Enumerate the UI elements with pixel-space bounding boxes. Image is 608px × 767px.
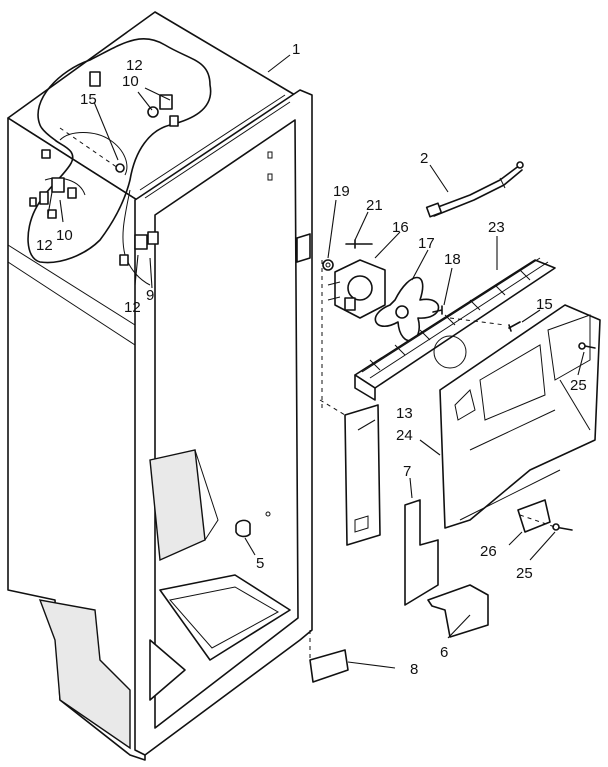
part-8-plate (309, 649, 349, 683)
callout-10-left: 10 (56, 227, 73, 244)
callout-12-top: 12 (126, 57, 143, 74)
callout-25-right: 25 (570, 377, 587, 394)
callout-16: 16 (392, 219, 409, 236)
callout-19: 19 (333, 183, 350, 200)
callout-12-left: 12 (36, 237, 53, 254)
callout-1: 1 (292, 41, 300, 58)
callout-5: 5 (256, 555, 264, 572)
callout-21: 21 (366, 197, 383, 214)
callout-2: 2 (420, 150, 428, 167)
callout-25-bottom: 25 (516, 565, 533, 582)
callout-17: 17 (418, 235, 435, 252)
part-13-bracket (344, 404, 381, 546)
screws (235, 239, 596, 538)
part-2-sensor-wire (425, 161, 524, 218)
callout-labels: 1 2 5 6 7 8 9 10 10 12 12 12 13 15 15 16… (36, 41, 587, 678)
guide-lines (59, 127, 556, 660)
callout-26: 26 (480, 543, 497, 560)
part-6-bracket (427, 584, 489, 638)
callout-15-right: 15 (536, 296, 553, 313)
fan-grille (354, 257, 556, 401)
callout-8: 8 (410, 661, 418, 678)
callout-6: 6 (440, 644, 448, 661)
callout-9: 9 (146, 287, 154, 304)
terminal-blocks (29, 71, 179, 266)
callout-24: 24 (396, 427, 413, 444)
callout-23: 23 (488, 219, 505, 236)
callout-13: 13 (396, 405, 413, 422)
leader-lines (47, 54, 585, 669)
cabinet-liner (7, 11, 313, 761)
callout-12-mid: 12 (124, 299, 141, 316)
part-7-insulation (404, 499, 439, 606)
callout-18: 18 (444, 251, 461, 268)
callout-10-top: 10 (122, 73, 139, 90)
part-26-plate (517, 499, 551, 533)
callout-15-top: 15 (80, 91, 97, 108)
callout-7: 7 (403, 463, 411, 480)
evaporator-cover (439, 304, 601, 529)
fan-motor-assembly (327, 259, 440, 342)
